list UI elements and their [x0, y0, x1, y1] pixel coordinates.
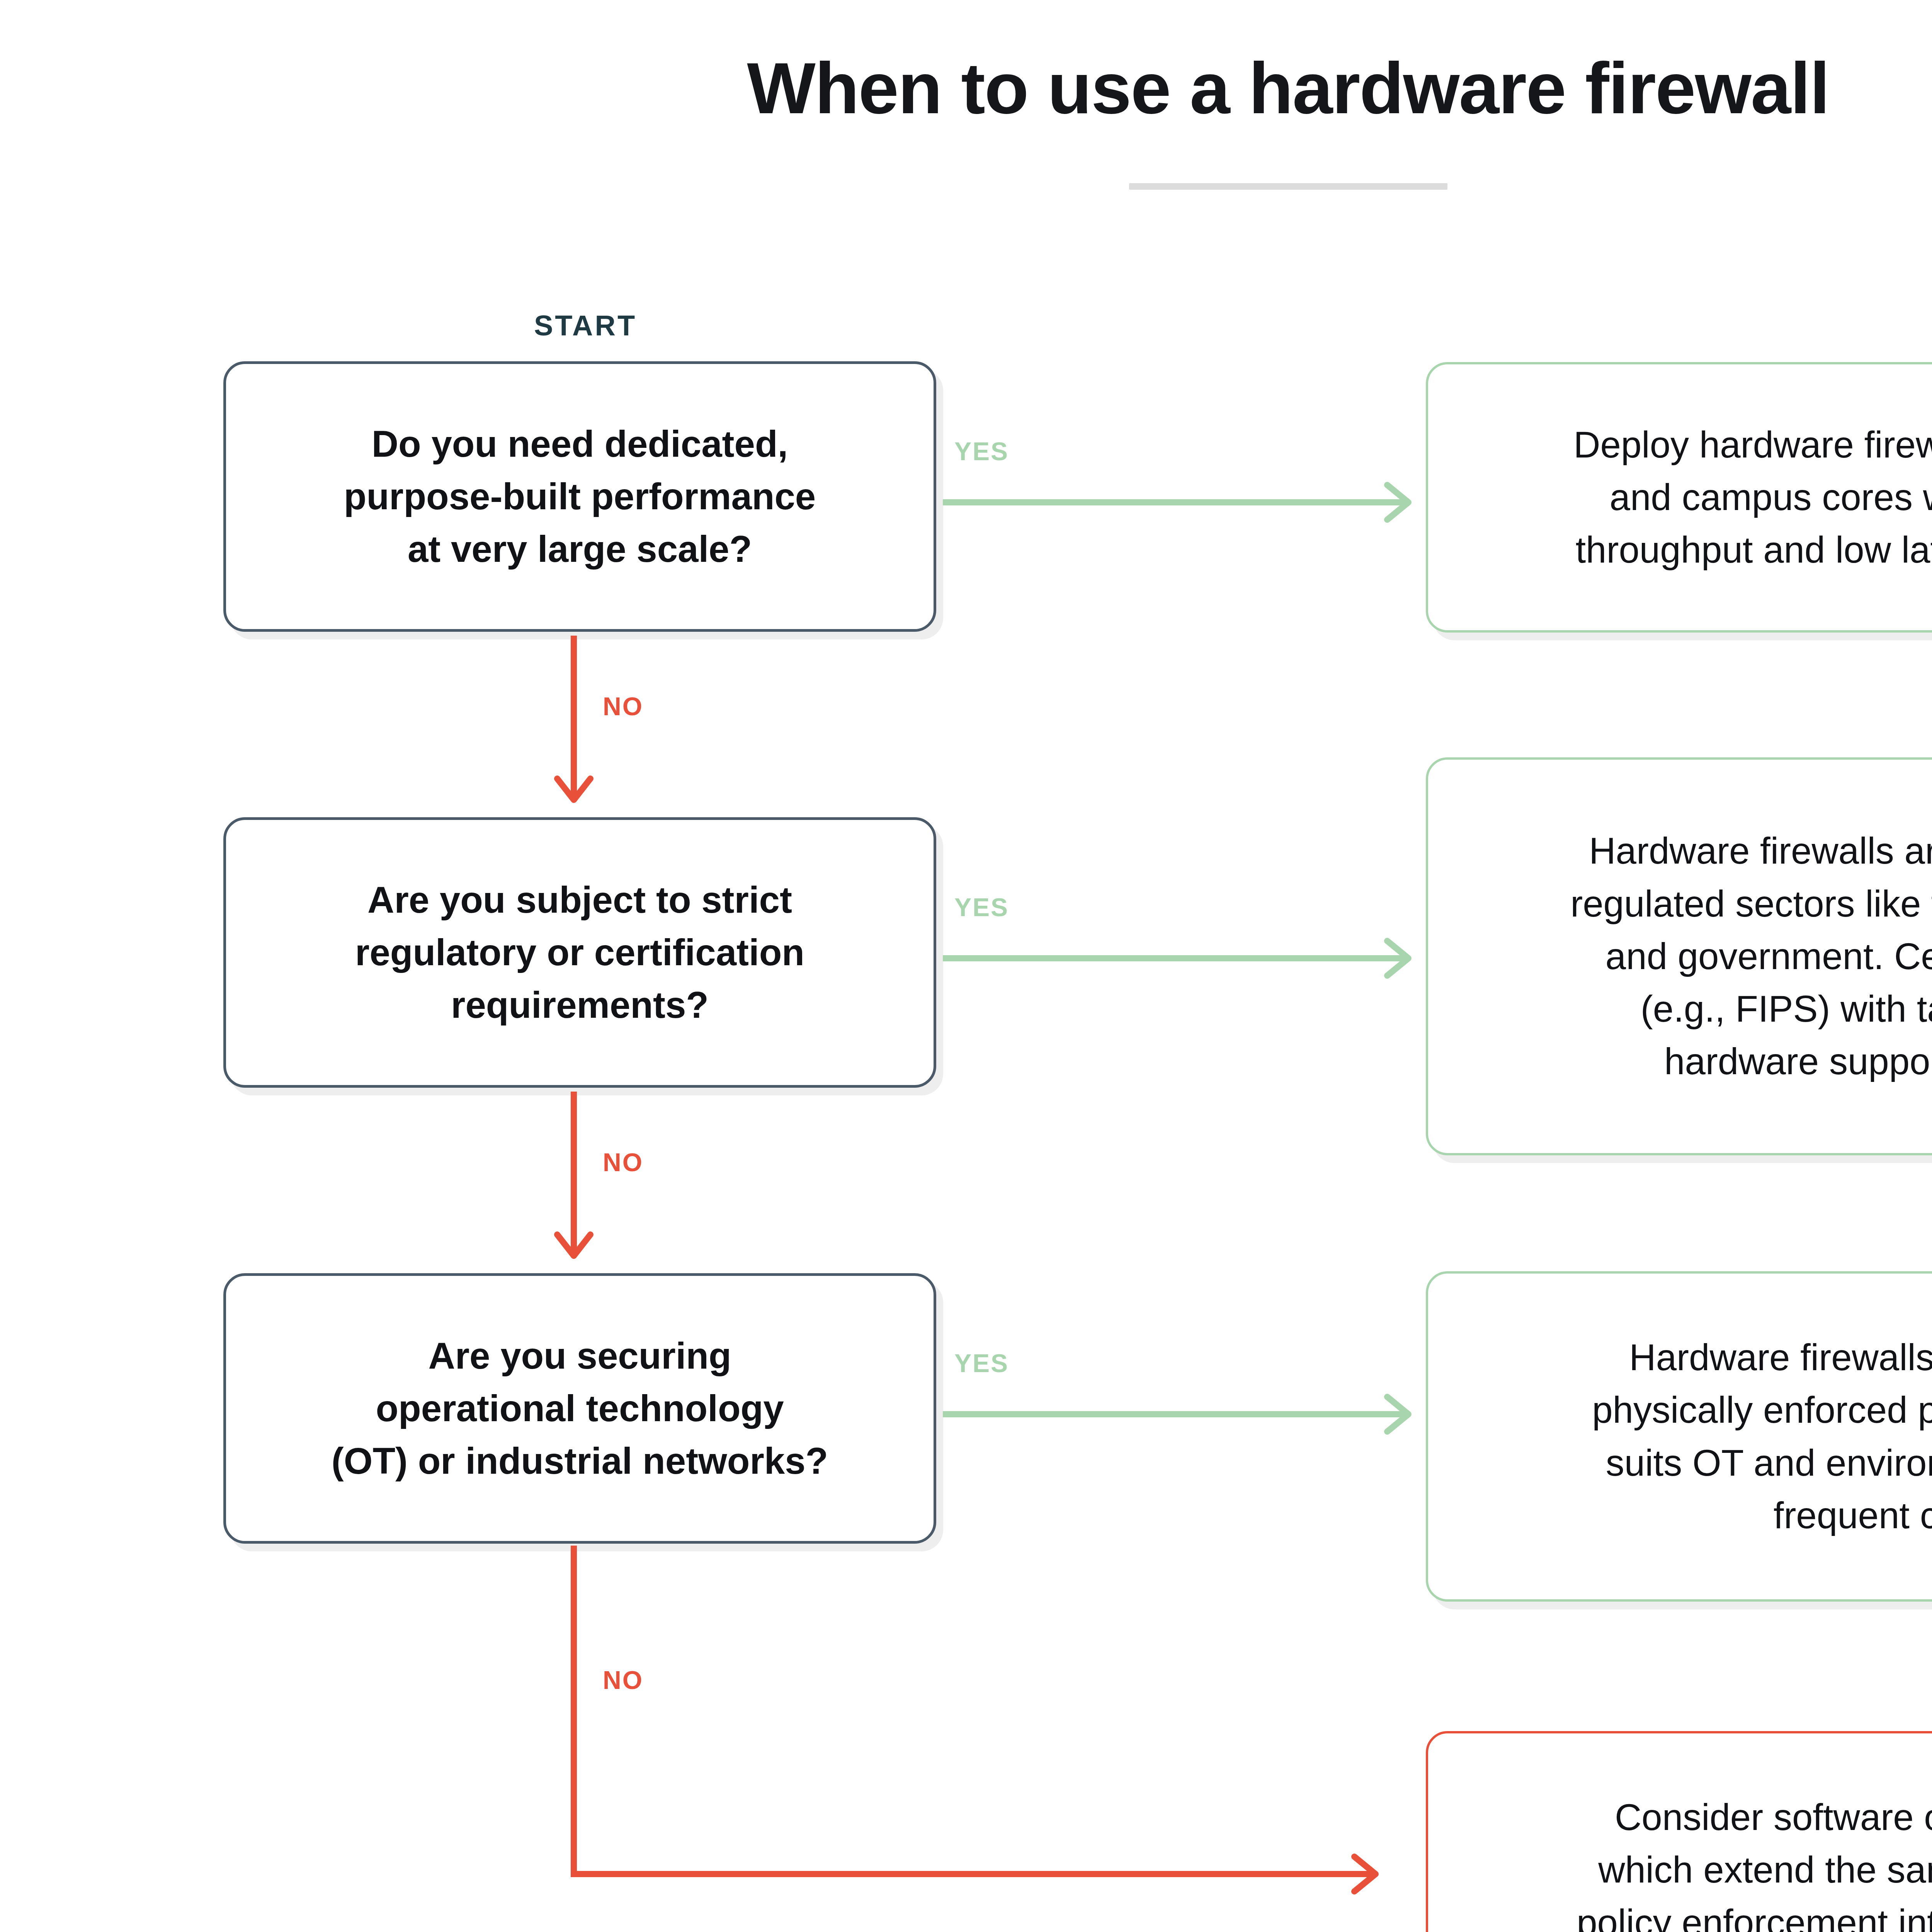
- connector-no-2: [553, 1092, 599, 1269]
- outcome-node-text: Consider software or cloud firewalls, wh…: [1577, 1791, 1932, 1932]
- outcome-node-regulated-sectors[interactable]: Hardware firewalls are often required in…: [1426, 757, 1932, 1155]
- edge-label-no-3: NO: [603, 1665, 643, 1695]
- outcome-node-software-cloud-firewalls[interactable]: Consider software or cloud firewalls, wh…: [1426, 1731, 1932, 1932]
- connector-yes-1: [943, 481, 1430, 524]
- outcome-node-text: Hardware firewalls provide a clear, phys…: [1592, 1331, 1932, 1542]
- connector-yes-3: [943, 1393, 1430, 1435]
- edge-label-no-1: NO: [603, 692, 643, 721]
- edge-label-no-2: NO: [603, 1148, 643, 1177]
- decision-node-text: Are you subject to strict regulatory or …: [355, 874, 804, 1032]
- edge-label-yes-2: YES: [954, 893, 1009, 922]
- edge-label-yes-1: YES: [954, 437, 1009, 466]
- outcome-node-ot-point-of-control[interactable]: Hardware firewalls provide a clear, phys…: [1426, 1271, 1932, 1602]
- decision-node-text: Are you securing operational technology …: [332, 1330, 828, 1488]
- decision-node-text: Do you need dedicated, purpose-built per…: [344, 418, 816, 576]
- decision-node-regulatory[interactable]: Are you subject to strict regulatory or …: [223, 817, 936, 1088]
- edge-label-yes-3: YES: [954, 1349, 1009, 1378]
- decision-node-operational-technology[interactable]: Are you securing operational technology …: [223, 1273, 936, 1544]
- connector-no-1: [553, 636, 599, 813]
- outcome-node-text: Hardware firewalls are often required in…: [1570, 825, 1932, 1088]
- start-label: START: [534, 309, 637, 342]
- decision-node-performance-scale[interactable]: Do you need dedicated, purpose-built per…: [223, 361, 936, 632]
- outcome-node-data-centers[interactable]: Deploy hardware firewalls in data center…: [1426, 362, 1932, 633]
- outcome-node-text: Deploy hardware firewalls in data center…: [1573, 418, 1932, 577]
- connector-yes-2: [943, 937, 1430, 980]
- connector-no-3: [553, 1546, 1410, 1901]
